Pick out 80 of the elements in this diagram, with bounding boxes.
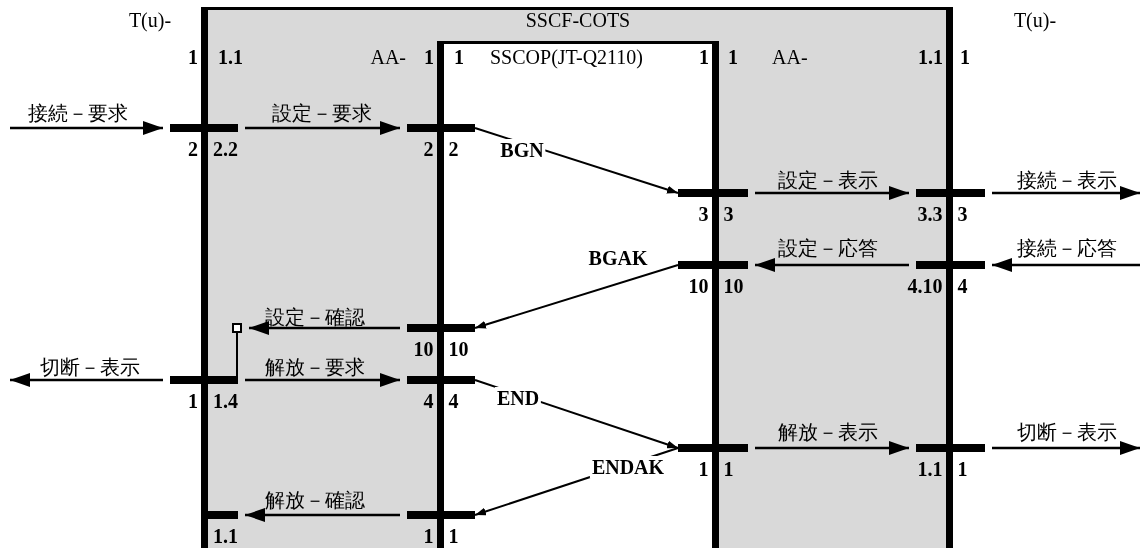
arrow (249, 321, 400, 335)
arrow (992, 186, 1140, 200)
state-number: 3 (723, 203, 734, 225)
state-number: 2 (423, 138, 434, 160)
edge-label: 接続－表示 (1017, 169, 1117, 191)
panel-title: SSCOP(JT-Q2110) (490, 46, 643, 68)
state-number: 1.1 (218, 46, 243, 68)
state-number: 1 (698, 458, 709, 480)
state-number: 1 (454, 46, 464, 68)
arrow (992, 258, 1140, 272)
arrow (10, 121, 163, 135)
state-bar (916, 189, 985, 197)
state-number: 1 (423, 525, 434, 547)
state-bar (170, 124, 238, 132)
entity-label: AA- (772, 46, 808, 68)
state-bar (678, 261, 748, 269)
state-number: 3.3 (917, 203, 943, 225)
state-number: 1 (188, 390, 198, 412)
state-number: 1 (957, 458, 968, 480)
edge-label: 設定－応答 (778, 237, 878, 259)
connector-line (236, 332, 238, 377)
state-bar (678, 444, 748, 452)
state-number: 1.1 (918, 46, 943, 68)
state-number: 4 (957, 275, 968, 297)
state-number: 4.10 (907, 275, 943, 297)
message-arrow (474, 264, 679, 329)
state-number: 1 (699, 46, 709, 68)
state-bar (407, 511, 475, 519)
state-number: 4 (448, 390, 459, 412)
state-bar (407, 124, 475, 132)
state-number: 4 (423, 390, 434, 412)
state-bar (407, 376, 475, 384)
message-label: ENDAK (589, 456, 667, 478)
entity-label: AA- (370, 46, 406, 68)
layer-panel (201, 7, 953, 548)
edge-label: 切断－表示 (40, 356, 140, 378)
state-number: 10 (448, 338, 469, 360)
edge-label: 解放－要求 (265, 356, 365, 378)
arrow (10, 373, 163, 387)
state-number: 10 (413, 338, 434, 360)
state-number: 10 (688, 275, 709, 297)
state-number: 1 (188, 46, 198, 68)
arrow (245, 373, 400, 387)
state-number: 2 (448, 138, 459, 160)
arrow (755, 258, 909, 272)
edge-label: 設定－要求 (272, 102, 372, 124)
entity-label: T(u)- (1013, 9, 1057, 31)
state-number: 2 (188, 138, 198, 160)
state-number: 1.4 (213, 390, 238, 412)
edge-label: 設定－表示 (778, 169, 878, 191)
state-number: 1 (960, 46, 970, 68)
panel-title: SSCF-COTS (525, 9, 631, 31)
state-number: 1.1 (917, 458, 943, 480)
edge-label: 解放－表示 (778, 421, 878, 443)
state-number: 1 (448, 525, 459, 547)
entity-label: T(u)- (128, 9, 172, 31)
arrow (245, 508, 400, 522)
state-number: 1 (424, 46, 434, 68)
state-bar (205, 511, 238, 519)
state-bar (916, 444, 985, 452)
arrow (992, 441, 1140, 455)
state-bar (916, 261, 985, 269)
edge-label: 切断－表示 (1017, 421, 1117, 443)
edge-label: 解放－確認 (265, 489, 365, 511)
state-number: 2.2 (213, 138, 238, 160)
edge-label: 接続－応答 (1017, 237, 1117, 259)
state-bar (170, 376, 238, 384)
state-number: 1.1 (213, 525, 238, 547)
edge-label: 接続－要求 (28, 102, 128, 124)
arrow (245, 121, 400, 135)
state-number: 1 (723, 458, 734, 480)
state-number: 3 (957, 203, 968, 225)
state-bar (407, 324, 475, 332)
state-bar (678, 189, 748, 197)
state-number: 3 (698, 203, 709, 225)
arrow (755, 441, 909, 455)
arrow (755, 186, 909, 200)
state-number: 10 (723, 275, 744, 297)
state-number: 1 (728, 46, 738, 68)
junction-square (232, 323, 242, 333)
